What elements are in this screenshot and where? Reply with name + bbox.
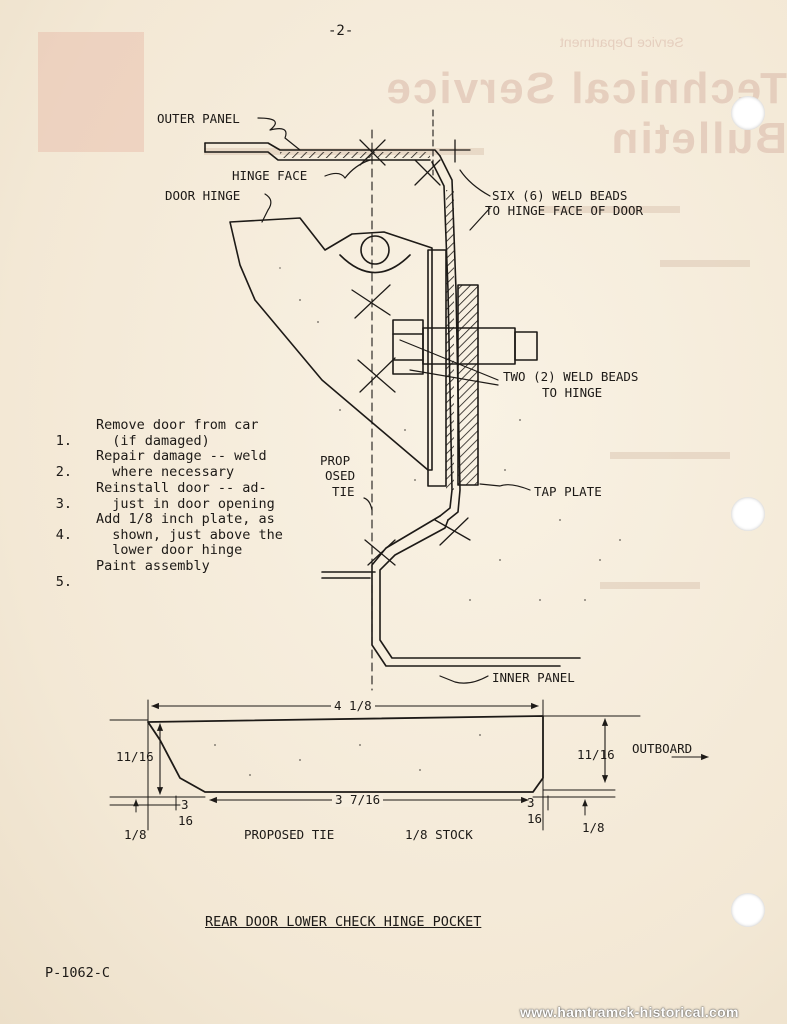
step-text: Add 1/8 inch plate, as (96, 511, 275, 527)
outer-panel-hatch (280, 152, 430, 158)
step-4: 4. Add 1/8 inch plate, as shown, just ab… (56, 511, 283, 590)
dimension-bottom-label: 3 7/16 (332, 793, 384, 807)
step-number: 4. (55, 526, 72, 543)
step-text: (if damaged) (96, 432, 210, 449)
outer-panel-flange (204, 142, 441, 157)
leader-door-hinge (261, 193, 272, 223)
small-dim-right-top: 3 (527, 795, 535, 810)
leader-two-welds (399, 339, 499, 381)
step-2: 2. Repair damage -- weld where necessary (56, 448, 267, 511)
label-six-weld-beads-line2: TO HINGE FACE OF DOOR (485, 203, 644, 218)
watermark: www.hamtramck-historical.com (520, 1004, 739, 1020)
label-two-weld-beads-line2: TO HINGE (542, 385, 603, 400)
bleed-through-line (660, 260, 750, 267)
label-outer-panel: OUTER PANEL (157, 111, 240, 126)
step-number: 1. (55, 432, 72, 449)
step-number: 2. (55, 463, 72, 480)
label-proposed-tie-line3: TIE (332, 484, 355, 499)
step-number: 3. (55, 495, 72, 512)
small-dim-left-top: 3 (181, 797, 189, 812)
label-six-weld-beads: SIX (6) WELD BEADS (492, 188, 628, 203)
label-two-weld-beads: TWO (2) WELD BEADS (503, 369, 639, 384)
step-text: where necessary (96, 463, 235, 480)
leader-inner-panel (439, 675, 489, 684)
bleed-through-line (204, 148, 484, 155)
small-dim-left-bottom: 16 (178, 813, 194, 828)
binder-hole (731, 893, 765, 927)
proposed-tie-label: PROPOSED TIE (244, 827, 335, 842)
step-text: just in door opening (96, 495, 275, 512)
tap-plate-hatch (458, 285, 478, 485)
bleed-through-logo (38, 32, 144, 152)
door-wall-hatch (446, 190, 454, 490)
step-text: Repair damage -- weld (96, 448, 267, 464)
step-text: Reinstall door -- ad- (96, 480, 267, 496)
hinge-leaf (427, 249, 447, 487)
dimension-left-height-label: 11/16 (116, 749, 154, 764)
bolt-tip (514, 331, 538, 361)
dimension-overall-label: 4 1/8 (331, 699, 375, 713)
step-5: 5. Paint assembly (56, 558, 210, 606)
outboard-label: OUTBOARD (632, 741, 693, 756)
door-hinge-body (229, 217, 433, 471)
label-proposed-tie-line2: OSED (325, 468, 356, 483)
step-1: 1. Remove door from car (if damaged) (56, 417, 259, 480)
bleed-through-line (610, 452, 730, 459)
page-number: -2- (328, 23, 354, 39)
dimension-right-height-label: 11/16 (577, 747, 615, 762)
figure-title: REAR DOOR LOWER CHECK HINGE POCKET (205, 914, 482, 930)
thickness-right-label: 1/8 (582, 820, 605, 835)
inner-panel (379, 519, 581, 659)
proposed-tie-part (147, 715, 544, 793)
leader-proposed-tie (363, 497, 373, 511)
thickness-left-label: 1/8 (124, 827, 147, 842)
small-dim-right-bottom: 16 (527, 811, 543, 826)
label-inner-panel: INNER PANEL (492, 670, 575, 685)
leader-outer-panel (257, 117, 301, 151)
label-hinge-face: HINGE FACE (232, 168, 308, 183)
step-text: Remove door from car (96, 417, 259, 433)
bleed-through-line (540, 206, 680, 213)
step-text: shown, just above the (96, 526, 283, 543)
label-tap-plate: TAP PLATE (534, 484, 602, 499)
scan-speckle (214, 267, 621, 776)
leader-tap-plate (479, 483, 531, 491)
binder-hole (731, 497, 765, 531)
document-code: P-1062-C (45, 965, 111, 981)
label-proposed-tie: PROP (320, 453, 351, 468)
leader-hinge-face (324, 159, 371, 179)
label-door-hinge: DOOR HINGE (165, 188, 241, 203)
hinge-knuckle (339, 254, 411, 274)
inner-panel (371, 515, 561, 667)
step-text: Paint assembly (96, 558, 210, 574)
binder-hole (731, 96, 765, 130)
step-3: 3. Reinstall door -- ad- just in door op… (56, 480, 275, 543)
outer-panel-flange (204, 151, 431, 161)
hinge-pin (360, 235, 390, 265)
step-number: 5. (55, 573, 72, 590)
weld-bead-marks (351, 139, 471, 566)
bleed-through-line (600, 582, 700, 589)
leader-six-welds (459, 169, 491, 197)
stock-label: 1/8 STOCK (405, 827, 473, 842)
step-text: lower door hinge (96, 542, 243, 558)
